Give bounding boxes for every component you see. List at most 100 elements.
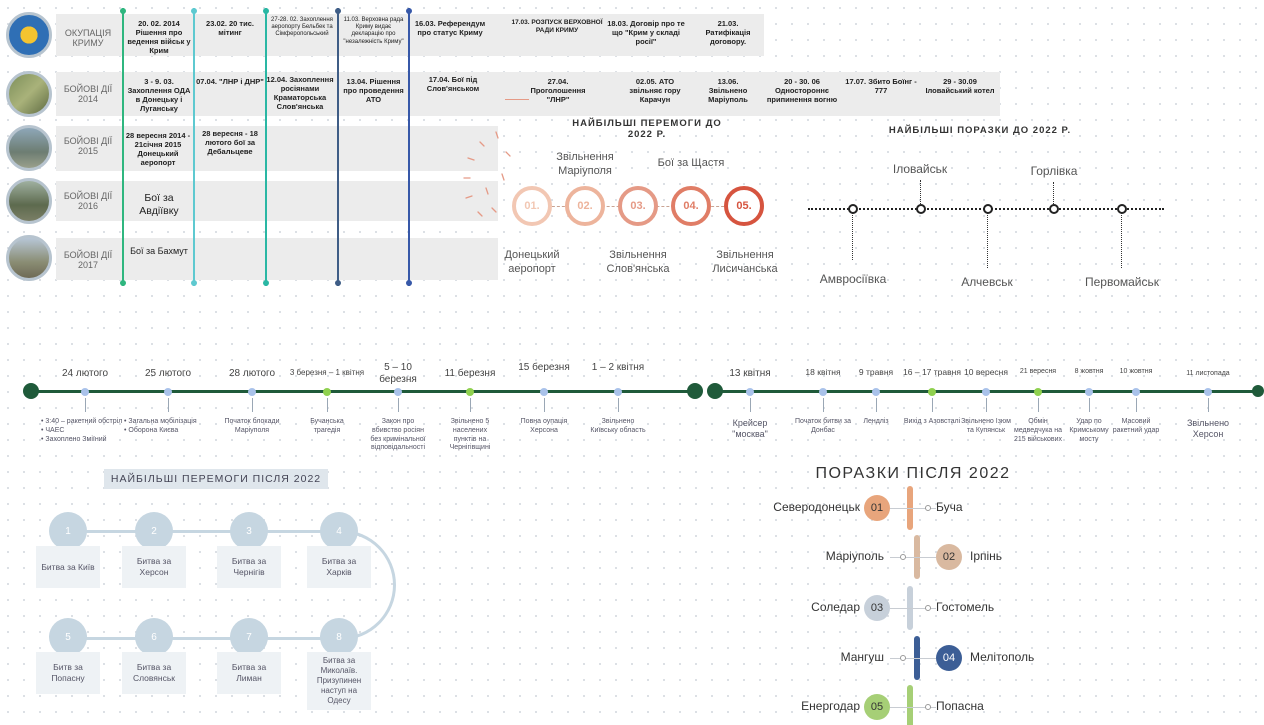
event-2015: 28 вересня - 18 лютого бої за Дебальцеве [202,129,258,156]
event-2014: 3 - 9. 03. Захоплення ОДА в Донецьку і Л… [127,77,191,113]
row-2017-bg [56,238,498,280]
crimea-event: 21.03. Ратифікація договору. [705,19,751,46]
victories-pre-label: Звільнення Маріуполя [556,151,614,178]
defeats-pre-stem [1121,212,1122,268]
event-2014-dash [505,99,529,100]
timeline-event-date: 8 жовтня [1074,368,1104,375]
timeline-event-desc: Удар по Кримському мосту [1069,418,1109,443]
victory-post-label: Битва за Харків [307,546,371,588]
timeline-event-stem [398,398,399,412]
victory-post-circle: 5 [49,618,87,656]
timeline-event-date: 15 березня [518,362,570,373]
defeats-pre-title: НАЙБІЛЬШІ ПОРАЗКИ ДО 2022 Р. [888,125,1072,136]
row-label-2016: БОЙОВІ ДІЇ 2016 [63,191,113,212]
defeat-post-number: 05 [864,694,890,720]
timeline-2022-end [23,383,39,399]
victories-pre-label: Звільнення Слов'янська [606,249,670,276]
row-label-crimea: ОКУПАЦІЯ КРИМУ [64,28,112,49]
defeat-post-right-label: Попасна [936,699,984,713]
timeline-event-desc: Масовий ракетний удар [1112,418,1160,434]
defeat-post-dot [925,605,931,611]
avatar-2017 [6,235,52,281]
defeats-pre-node [916,204,926,214]
victories-pre-title: НАЙБІЛЬШІ ПЕРЕМОГИ ДО 2022 Р. [572,118,722,141]
timeline-event-date: 9 травня [858,367,894,377]
timeline-event-date: 21 вересня [1019,368,1057,375]
crimea-avatar [6,12,52,58]
timeline-event-stem [470,398,471,412]
timeline-event-dot [982,388,990,396]
defeat-post-left-label: Енергодар [801,699,860,713]
row-label-2015: БОЙОВІ ДІЇ 2015 [63,136,113,157]
timeline-event-date: 10 жовтня [1119,368,1153,375]
timeline-event-dot [1204,388,1212,396]
victories-pre-ring: 03. [618,186,658,226]
defeats-pre-stem [920,180,921,206]
victories-post-connector [68,637,340,640]
timeline-event-dot [164,388,172,396]
timeline-event-date: 13 квітня [729,368,771,379]
timeline-event-date: 11 березня [444,368,496,379]
timeline-event-desc: Початок блокади Маріуполя [224,418,280,434]
defeat-post-connector [890,508,936,509]
timeline-event-stem [1089,398,1090,412]
timeline-event-date: 5 – 10 березня [379,362,417,385]
vline-3 [263,8,269,286]
vline-2 [191,8,197,286]
defeats-pre-node [1049,204,1059,214]
avatar-2015 [6,125,52,171]
crimea-event: 23.02. 20 тис. мітинг [206,19,254,37]
crimea-event: 18.03. Договір про те що "Крим у складі … [607,19,685,46]
defeat-post-left-label: Северодонецьк [773,500,860,514]
event-2015: 28 вересня 2014 - 21січня 2015 Донецький… [125,131,191,167]
defeat-post-dot [900,554,906,560]
event-2017: Бої за Бахмут [130,246,188,256]
timeline-event-desc: Звільнено Ізюм та Купянськ [961,418,1011,434]
defeats-pre-node [848,204,858,214]
timeline-event-dot [614,388,622,396]
timeline-event-stem [876,398,877,412]
row-2014-bg [56,72,1000,116]
timeline-event-stem [618,398,619,412]
defeat-post-number: 02 [936,544,962,570]
event-2016: Бої за Авдіївку [139,192,179,217]
victory-post-label: Битва за Словянськ [122,652,186,694]
defeats-pre-node [1117,204,1127,214]
crimea-event: 17.03. РОЗПУСК ВЕРХОВНОЇ РАДИ КРИМУ [511,19,603,34]
defeat-post-number: 03 [864,595,890,621]
victories-pre-label: Звільнення Лисичанська [712,249,778,276]
row-2016-bg [56,181,498,221]
defeats-pre-stem [987,212,988,268]
timeline-event-desc: Вихід з Азовсталі [903,418,961,425]
timeline-event-dot [1034,388,1042,396]
victories-pre-decor [463,131,511,217]
vline-4 [335,8,341,286]
timeline-event-stem [823,398,824,412]
victory-post-circle: 3 [230,512,268,550]
timeline-event-dot [928,388,936,396]
defeats-pre-node [983,204,993,214]
victories-pre-ring: 04. [671,186,711,226]
timeline-event-dot [81,388,89,396]
timeline-event-date: 1 – 2 квітня [591,362,645,373]
timeline-event-dot [248,388,256,396]
victory-post-label: Битва за Миколаїв. Призупинен наступ на … [307,652,371,710]
timeline-event-date: 24 лютого [61,368,109,379]
defeats-pre-label: Первомайськ [1084,275,1159,289]
timeline-event-desc: Лендліз [863,418,889,425]
timeline-event-dot [1132,388,1140,396]
timeline-event-desc: Звільнено Київську область [590,418,646,434]
victory-post-label: Битва за Херсон [122,546,186,588]
timeline-event-desc: Звільнено 5 населених пунктів на Чернігі… [449,418,491,452]
defeat-post-bar [907,685,913,725]
victory-post-circle: 4 [320,512,358,550]
defeat-post-right-label: Ірпінь [970,549,1003,563]
timeline-event-desc: • Загальна мобілізація • Оборона Києва [124,418,197,434]
defeats-pre-label: Горлівка [1030,164,1078,178]
victories-pre-ring: 01. [512,186,552,226]
row-2015-bg [56,126,498,171]
crimea-event: 27-28. 02. Захоплення аеропорту Бельбек … [271,17,333,38]
defeats-pre-stem [852,212,853,260]
crimea-event: 11.03. Верховна рада Криму видає деклара… [343,17,404,45]
defeats-pre-stem [1053,182,1054,206]
